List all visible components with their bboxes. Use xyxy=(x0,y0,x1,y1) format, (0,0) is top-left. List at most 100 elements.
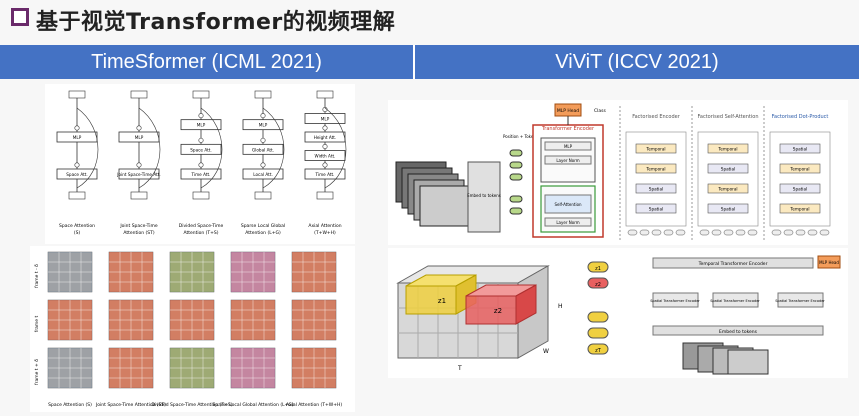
embed-label: Embed to tokens xyxy=(467,193,501,198)
ts-block-label: MLP xyxy=(197,123,206,128)
ts-diagram-3: Local Att. Global Att. MLP Sparse Local Glo… xyxy=(241,90,285,236)
ts-caption: Joint Space-Time xyxy=(119,223,158,229)
ts-block-label: Local Att. xyxy=(253,172,273,177)
spatial-encoder-1: Spatial Transformer Encoder xyxy=(650,299,700,303)
ts-block xyxy=(180,119,222,131)
pos-embed-label: Position + Token Embedding xyxy=(503,134,560,139)
encoder-layernorm-1: Layer Norm xyxy=(556,158,579,163)
ts-caption: Sparse Local Global xyxy=(241,223,285,229)
spatial-encoder-2: Spatial Transformer Encoder xyxy=(710,299,760,303)
ts-block-label: Width Att. xyxy=(315,154,336,159)
vivit-variant-block: Spatial xyxy=(649,207,663,212)
encoder-mlp: MLP xyxy=(564,144,573,149)
temporal-encoder-label: Temporal Transformer Encoder xyxy=(698,261,768,267)
token-column xyxy=(509,149,523,215)
ts-block xyxy=(304,150,346,161)
ts-block-label: Time Att. xyxy=(315,172,335,177)
timesformer-arch-svg: Space Att. MLP Space Attention(S) Joint Spa… xyxy=(56,90,347,236)
axis-t: T xyxy=(457,365,462,372)
header-timesformer: TimeSformer (ICML 2021) xyxy=(0,45,415,79)
temporal-encoder-box xyxy=(652,257,814,269)
ts-grid-cell xyxy=(47,299,93,341)
ts-block xyxy=(56,168,98,180)
table-header: TimeSformer (ICML 2021) ViViT (ICCV 2021… xyxy=(0,45,859,79)
ts-grid-cell xyxy=(47,347,93,389)
input-frames xyxy=(682,342,769,375)
ts-grid-cell xyxy=(108,251,154,293)
bullet-square-icon xyxy=(11,8,29,26)
slide-title: 基于视觉Transformer的视频理解 xyxy=(36,10,396,35)
ts-block xyxy=(242,119,284,131)
ts-block xyxy=(180,143,222,155)
ts-grid-cell xyxy=(108,347,154,389)
vivit-tubelet-svg: z1 z2 H W T z1 z2 zT Temporal Transforme… xyxy=(396,255,841,375)
slide-title-bar: 基于视觉Transformer的视频理解 xyxy=(0,0,859,38)
ts-frame-label: frame t + δ xyxy=(34,359,40,385)
encoder-self-attention: Self-Attention xyxy=(554,202,582,207)
ts-frame-label: frame t - δ xyxy=(34,264,40,288)
ts-block xyxy=(118,131,160,143)
vivit-variant-block: Temporal xyxy=(789,167,809,172)
ts-block xyxy=(304,131,346,143)
vivit-variant-block: Spatial xyxy=(793,187,807,192)
ts-grid-caption: Joint Space-Time Attention (ST) xyxy=(95,402,166,408)
spatial-encoder-3: Spatial Transformer Encoder xyxy=(775,299,825,303)
ts-block xyxy=(180,168,222,180)
vivit-variant-2: Factorised Dot-ProductSpatialTemporalSpa… xyxy=(769,114,831,236)
ts-block-label: MLP xyxy=(259,123,268,128)
vivit-variant-block: Temporal xyxy=(717,147,737,152)
ts-block-label: Space Att. xyxy=(190,147,212,152)
embed-box xyxy=(467,161,501,233)
vivit-variant-1: Factorised Self-AttentionTemporalSpatial… xyxy=(697,114,759,236)
ts-frame-label: frame t xyxy=(34,315,40,332)
ts-grid-cell xyxy=(230,251,276,293)
ts-caption: Divided Space-Time xyxy=(179,223,224,229)
ts-block-label: Global Att. xyxy=(252,147,274,152)
ts-block-label: Time Att. xyxy=(191,172,211,177)
ts-caption-2: Attention (ST) xyxy=(123,230,155,236)
ts-caption-2: (T+W+H) xyxy=(314,230,336,236)
vivit-variant-block: Temporal xyxy=(789,207,809,212)
ts-diagram-0: Space Att. MLP Space Attention(S) xyxy=(56,90,99,236)
ts-grid-cell xyxy=(291,347,337,389)
ts-grid-cell xyxy=(169,347,215,389)
timesformer-architecture-figure: Space Att. MLP Space Attention(S) Joint Spa… xyxy=(45,84,355,244)
vivit-variant-block: Spatial xyxy=(649,187,663,192)
ts-caption-2: (S) xyxy=(74,230,81,236)
vivit-variant-block: Spatial xyxy=(721,167,735,172)
ts-grid-cell xyxy=(230,347,276,389)
ts-grid-cell xyxy=(169,251,215,293)
ts-grid-cell xyxy=(230,299,276,341)
ts-grid-cell xyxy=(108,299,154,341)
ts-block-label: Joint Space-Time Att. xyxy=(116,172,160,177)
axis-h: H xyxy=(558,303,563,310)
mlp-head2-label: MLP Head xyxy=(819,260,839,265)
tubelet-red xyxy=(465,284,537,325)
vivit-architecture-figure: Embed to tokens Position + Token Embeddi… xyxy=(388,100,848,245)
vivit-variant-block: Spatial xyxy=(793,147,807,152)
encoder-layernorm-2: Layer Norm xyxy=(556,220,579,225)
token-z2: z2 xyxy=(595,282,601,288)
ts-grid-cell xyxy=(291,251,337,293)
ts-block-label: MLP xyxy=(73,135,82,140)
ts-grid-cell xyxy=(169,299,215,341)
ts-block-label: MLP xyxy=(135,135,144,140)
ts-grid-caption: Sparse Local Global Attention (L+G) xyxy=(212,402,293,408)
vivit-variant-0: Factorised EncoderTemporalTemporalSpatia… xyxy=(625,114,687,236)
video-frames-stack xyxy=(395,161,471,227)
vivit-tubelet-figure: z1 z2 H W T z1 z2 zT Temporal Transforme… xyxy=(388,248,848,378)
ts-block-label: Space Att. xyxy=(66,172,88,177)
vivit-arch-svg: Embed to tokens Position + Token Embeddi… xyxy=(395,103,831,240)
axis-w: W xyxy=(543,348,549,355)
ts-block xyxy=(304,168,346,180)
vivit-variant-title: Factorised Dot-Product xyxy=(772,114,829,120)
ts-block-label: MLP xyxy=(321,117,330,122)
ts-grid-caption: Axial Attention (T+W+H) xyxy=(286,402,343,408)
ts-caption: Space Attention xyxy=(59,223,95,229)
ts-diagram-1: Joint Space-Time Att. MLP Joint Space-Time… xyxy=(116,90,161,236)
ts-grid-cell xyxy=(291,299,337,341)
ts-caption: Axial Attention xyxy=(308,223,341,229)
token-z1: z1 xyxy=(595,266,601,272)
